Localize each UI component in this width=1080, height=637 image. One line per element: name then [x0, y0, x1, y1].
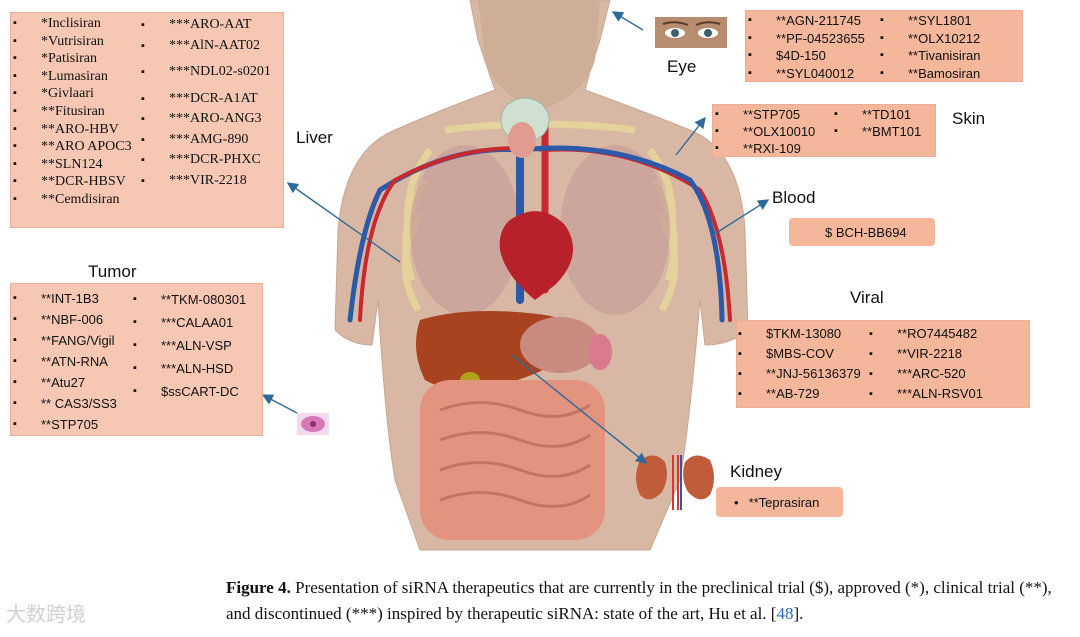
- list-item: *Patisiran: [13, 50, 132, 68]
- list-item: **FANG/Vigil: [13, 330, 117, 351]
- watermark: 大数跨境: [6, 598, 86, 627]
- blood-label: Blood: [772, 188, 815, 208]
- list-item: ***VIR-2218: [141, 171, 271, 192]
- list-item: *Givlaari: [13, 85, 132, 103]
- list-item: ***ARO-ANG3: [141, 109, 271, 130]
- skin-list-col1: **STP705 **OLX10010 **RXI-109: [715, 106, 815, 157]
- list-item: **Bamosiran: [880, 65, 981, 83]
- bullet-icon: •: [734, 495, 739, 510]
- caption-end: ].: [793, 604, 803, 623]
- figure-caption: Figure 4. Presentation of siRNA therapeu…: [226, 575, 1072, 627]
- list-item: **AB-729: [738, 384, 861, 404]
- list-item: ***ALN-VSP: [133, 334, 246, 357]
- list-item: ***DCR-PHXC: [141, 150, 271, 171]
- list-item: **STP705: [715, 106, 815, 123]
- list-item: **OLX10010: [715, 123, 815, 140]
- list-item: $ssCART-DC: [133, 380, 246, 403]
- list-item: **AGN-211745: [748, 12, 865, 30]
- list-item: **Fitusiran: [13, 103, 132, 121]
- right-lung: [560, 145, 670, 315]
- list-item: $4D-150: [748, 47, 865, 65]
- intestines: [420, 380, 605, 540]
- list-item: **ATN-RNA: [13, 351, 117, 372]
- eye-list-col2: **SYL1801 **OLX10212 **Tivanisiran **Bam…: [880, 12, 981, 82]
- list-item: *Lumasiran: [13, 68, 132, 86]
- skin-list-col2: **TD101 **BMT101: [834, 106, 921, 140]
- list-item: ***AlN-AAT02: [141, 36, 271, 57]
- list-item: *Inclisiran: [13, 15, 132, 33]
- liver-list-col2: ***ARO-AAT ***AlN-AAT02 ***NDL02-s0201 *…: [141, 15, 271, 191]
- spleen: [588, 334, 612, 370]
- list-item: **DCR-HBSV: [13, 173, 132, 191]
- list-item: ***AMG-890: [141, 130, 271, 151]
- list-item: ***ARO-AAT: [141, 15, 271, 36]
- tumor-list-col2: **TKM-080301 ***CALAA01 ***ALN-VSP ***AL…: [133, 288, 246, 403]
- list-item: **Teprasiran: [749, 495, 820, 510]
- figure-number: Figure 4.: [226, 578, 291, 597]
- list-item: **TKM-080301: [133, 288, 246, 311]
- reference-link[interactable]: 48: [776, 604, 793, 623]
- skin-drug-box: **STP705 **OLX10010 **RXI-109 **TD101 **…: [712, 104, 936, 157]
- tumor-list-col1: **INT-1B3 **NBF-006 **FANG/Vigil **ATN-R…: [13, 288, 117, 435]
- list-item: $TKM-13080: [738, 324, 861, 344]
- list-item: ***NDL02-s0201: [141, 62, 271, 83]
- list-item: **ARO APOC3: [13, 138, 132, 156]
- list-item: **SYL1801: [880, 12, 981, 30]
- list-item: ***CALAA01: [133, 311, 246, 334]
- stomach: [520, 317, 600, 373]
- skin-label: Skin: [952, 109, 985, 129]
- tumor-drug-box: **INT-1B3 **NBF-006 **FANG/Vigil **ATN-R…: [10, 283, 263, 436]
- liver-list-col1: *Inclisiran *Vutrisiran *Patisiran *Luma…: [13, 15, 132, 209]
- tumor-cell-image: [297, 413, 329, 435]
- list-item: **INT-1B3: [13, 288, 117, 309]
- list-item: **OLX10212: [880, 30, 981, 48]
- list-item: **VIR-2218: [869, 344, 983, 364]
- list-item: *Vutrisiran: [13, 33, 132, 51]
- list-item: ***ALN-HSD: [133, 357, 246, 380]
- list-item: **STP705: [13, 414, 117, 435]
- list-item: **Cemdisiran: [13, 191, 132, 209]
- viral-drug-box: $TKM-13080 $MBS-COV **JNJ-56136379 **AB-…: [736, 320, 1030, 408]
- viral-list-col2: **RO7445482 **VIR-2218 ***ARC-520 ***ALN…: [869, 324, 983, 404]
- list-item: **NBF-006: [13, 309, 117, 330]
- eye-list-col1: **AGN-211745 **PF-04523655 $4D-150 **SYL…: [748, 12, 865, 82]
- larynx: [508, 122, 536, 158]
- list-item: ***DCR-A1AT: [141, 89, 271, 110]
- list-item: $ BCH-BB694: [825, 225, 907, 240]
- list-item: ***ARC-520: [869, 364, 983, 384]
- list-item: **Atu27: [13, 372, 117, 393]
- list-item: **ARO-HBV: [13, 121, 132, 139]
- eye-drug-box: **AGN-211745 **PF-04523655 $4D-150 **SYL…: [745, 10, 1023, 82]
- tumor-label: Tumor: [88, 262, 137, 282]
- eye-label: Eye: [667, 57, 696, 77]
- eye-image: [655, 17, 727, 48]
- caption-text: Presentation of siRNA therapeutics that …: [226, 578, 1052, 623]
- list-item: **RXI-109: [715, 140, 815, 157]
- list-item: **SLN124: [13, 156, 132, 174]
- list-item: ** CAS3/SS3: [13, 393, 117, 414]
- arrow-tumor: [263, 395, 297, 413]
- list-item: **JNJ-56136379: [738, 364, 861, 384]
- list-item: $MBS-COV: [738, 344, 861, 364]
- blood-drug-box: $ BCH-BB694: [789, 218, 935, 246]
- viral-list-col1: $TKM-13080 $MBS-COV **JNJ-56136379 **AB-…: [738, 324, 861, 404]
- list-item: **TD101: [834, 106, 921, 123]
- list-item: **RO7445482: [869, 324, 983, 344]
- viral-label: Viral: [850, 288, 884, 308]
- arrow-eye: [613, 12, 643, 30]
- liver-drug-box: *Inclisiran *Vutrisiran *Patisiran *Luma…: [10, 12, 284, 228]
- list-item: **BMT101: [834, 123, 921, 140]
- list-item: **PF-04523655: [748, 30, 865, 48]
- list-item: **SYL040012: [748, 65, 865, 83]
- liver-label: Liver: [296, 128, 333, 148]
- kidney-label: Kidney: [730, 462, 782, 482]
- list-item: **Tivanisiran: [880, 47, 981, 65]
- list-item: ***ALN-RSV01: [869, 384, 983, 404]
- kidney-drug-box: • **Teprasiran: [716, 487, 843, 517]
